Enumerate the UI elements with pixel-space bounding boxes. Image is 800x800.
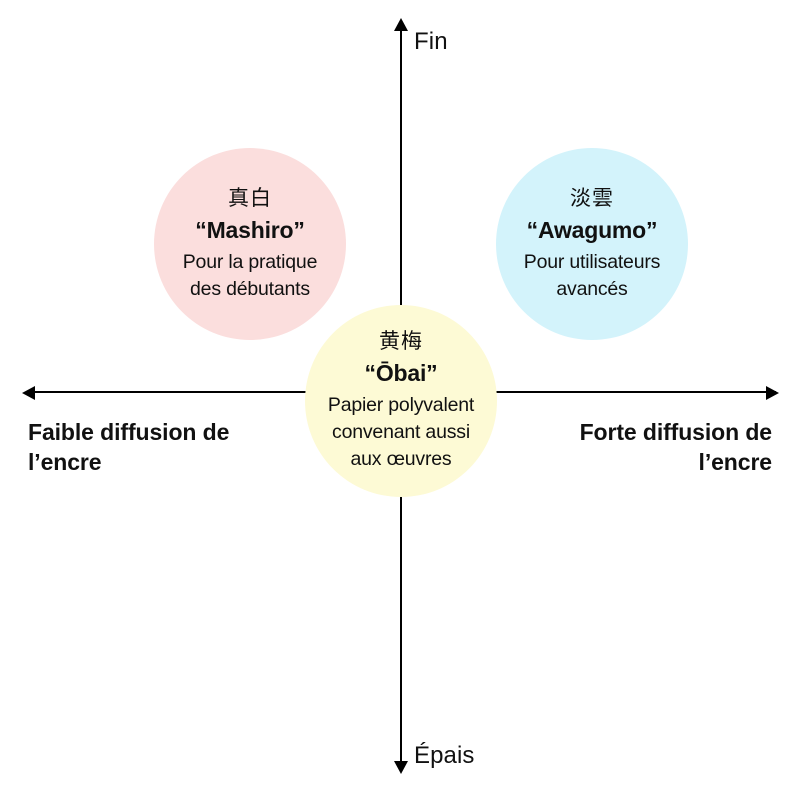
axis-label-left: Faible diffusion de l’encre bbox=[28, 419, 230, 476]
bubble-mashiro-description: Pour la pratique des débutants bbox=[182, 250, 318, 300]
bubble-obai-description: Papier polyvalent convenant aussi aux œu… bbox=[327, 394, 475, 471]
bubble-obai[interactable]: 黄梅 “Ōbai” Papier polyvalent convenant au… bbox=[305, 305, 497, 497]
bubble-obai-japanese: 黄梅 bbox=[379, 330, 423, 354]
arrow-right-icon bbox=[766, 385, 779, 400]
bubble-awagumo-romaji: “Awagumo” bbox=[526, 216, 658, 243]
axis-label-top: Fin bbox=[414, 28, 448, 55]
bubble-mashiro[interactable]: 真白 “Mashiro” Pour la pratique des débuta… bbox=[154, 148, 346, 340]
bubble-mashiro-japanese: 真白 bbox=[228, 186, 272, 210]
arrow-left-icon bbox=[22, 385, 35, 400]
arrow-up-icon bbox=[394, 18, 408, 31]
arrow-down-icon bbox=[394, 761, 408, 774]
bubble-awagumo-description: Pour utilisateurs avancés bbox=[523, 250, 661, 300]
axis-label-bottom: Épais bbox=[414, 742, 475, 769]
bubble-obai-romaji: “Ōbai” bbox=[364, 360, 438, 387]
axis-label-right: Forte diffusion de l’encre bbox=[579, 419, 773, 476]
bubble-awagumo[interactable]: 淡雲 “Awagumo” Pour utilisateurs avancés bbox=[496, 148, 688, 340]
bubble-mashiro-romaji: “Mashiro” bbox=[195, 216, 305, 243]
bubble-awagumo-japanese: 淡雲 bbox=[570, 186, 614, 210]
